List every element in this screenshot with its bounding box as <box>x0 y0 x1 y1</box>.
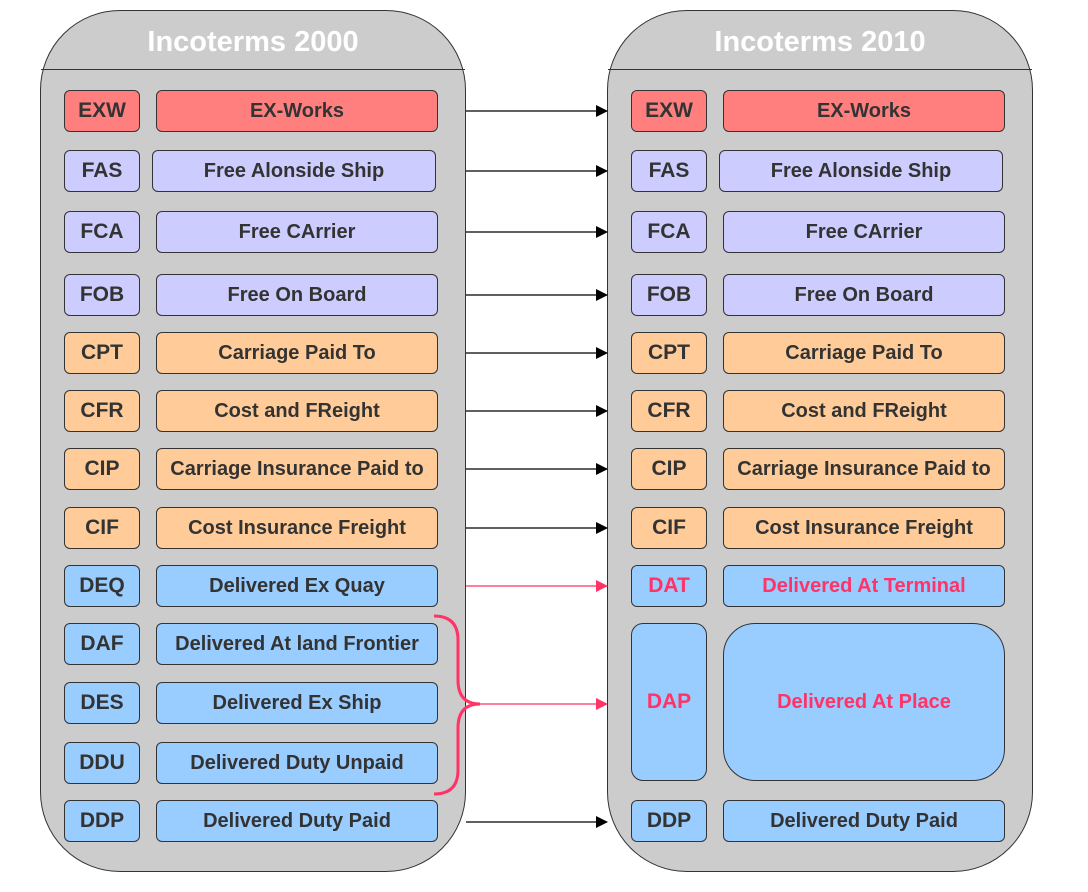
term-name-cip-2010: Carriage Insurance Paid to <box>723 448 1005 490</box>
panel-title-2010: Incoterms 2010 <box>714 26 926 58</box>
term-name-exw-2010: EX-Works <box>723 90 1005 132</box>
term-code-fca-2000: FCA <box>64 211 140 253</box>
term-name-ddp-2000: Delivered Duty Paid <box>156 800 438 842</box>
term-code-fob-2010: FOB <box>631 274 707 316</box>
term-name-exw-2000: EX-Works <box>156 90 438 132</box>
term-code-cfr-2010: CFR <box>631 390 707 432</box>
term-name-cfr-2000: Cost and FReight <box>156 390 438 432</box>
term-code-ddu-2000: DDU <box>64 742 140 784</box>
term-code-daf-2000: DAF <box>64 623 140 665</box>
term-name-fob-2010: Free On Board <box>723 274 1005 316</box>
term-name-cif-2000: Cost Insurance Freight <box>156 507 438 549</box>
term-code-cip-2000: CIP <box>64 448 140 490</box>
term-code-cpt-2000: CPT <box>64 332 140 374</box>
panel-divider <box>41 69 465 70</box>
term-name-daf-2000: Delivered At land Frontier <box>156 623 438 665</box>
term-name-des-2000: Delivered Ex Ship <box>156 682 438 724</box>
term-code-deq-2000: DEQ <box>64 565 140 607</box>
term-code-cpt-2010: CPT <box>631 332 707 374</box>
term-code-fas-2000: FAS <box>64 150 140 192</box>
term-code-fob-2000: FOB <box>64 274 140 316</box>
term-name-dat-2010: Delivered At Terminal <box>723 565 1005 607</box>
term-name-cip-2000: Carriage Insurance Paid to <box>156 448 438 490</box>
term-name-fas-2010: Free Alonside Ship <box>719 150 1003 192</box>
term-code-cip-2010: CIP <box>631 448 707 490</box>
term-code-exw-2010: EXW <box>631 90 707 132</box>
term-name-cpt-2000: Carriage Paid To <box>156 332 438 374</box>
term-name-fob-2000: Free On Board <box>156 274 438 316</box>
term-name-ddu-2000: Delivered Duty Unpaid <box>156 742 438 784</box>
term-code-des-2000: DES <box>64 682 140 724</box>
term-code-dap-2010: DAP <box>631 623 707 781</box>
term-name-dap-2010: Delivered At Place <box>723 623 1005 781</box>
term-name-ddp-2010: Delivered Duty Paid <box>723 800 1005 842</box>
term-code-cfr-2000: CFR <box>64 390 140 432</box>
panel-divider <box>608 69 1032 70</box>
term-code-fas-2010: FAS <box>631 150 707 192</box>
panel-title-2000: Incoterms 2000 <box>147 26 359 58</box>
term-name-cpt-2010: Carriage Paid To <box>723 332 1005 374</box>
term-code-fca-2010: FCA <box>631 211 707 253</box>
term-name-fca-2000: Free CArrier <box>156 211 438 253</box>
term-name-deq-2000: Delivered Ex Quay <box>156 565 438 607</box>
term-code-cif-2010: CIF <box>631 507 707 549</box>
term-name-fca-2010: Free CArrier <box>723 211 1005 253</box>
term-code-cif-2000: CIF <box>64 507 140 549</box>
term-code-ddp-2010: DDP <box>631 800 707 842</box>
term-name-fas-2000: Free Alonside Ship <box>152 150 436 192</box>
term-name-cfr-2010: Cost and FReight <box>723 390 1005 432</box>
term-code-exw-2000: EXW <box>64 90 140 132</box>
term-code-dat-2010: DAT <box>631 565 707 607</box>
term-code-ddp-2000: DDP <box>64 800 140 842</box>
term-name-cif-2010: Cost Insurance Freight <box>723 507 1005 549</box>
